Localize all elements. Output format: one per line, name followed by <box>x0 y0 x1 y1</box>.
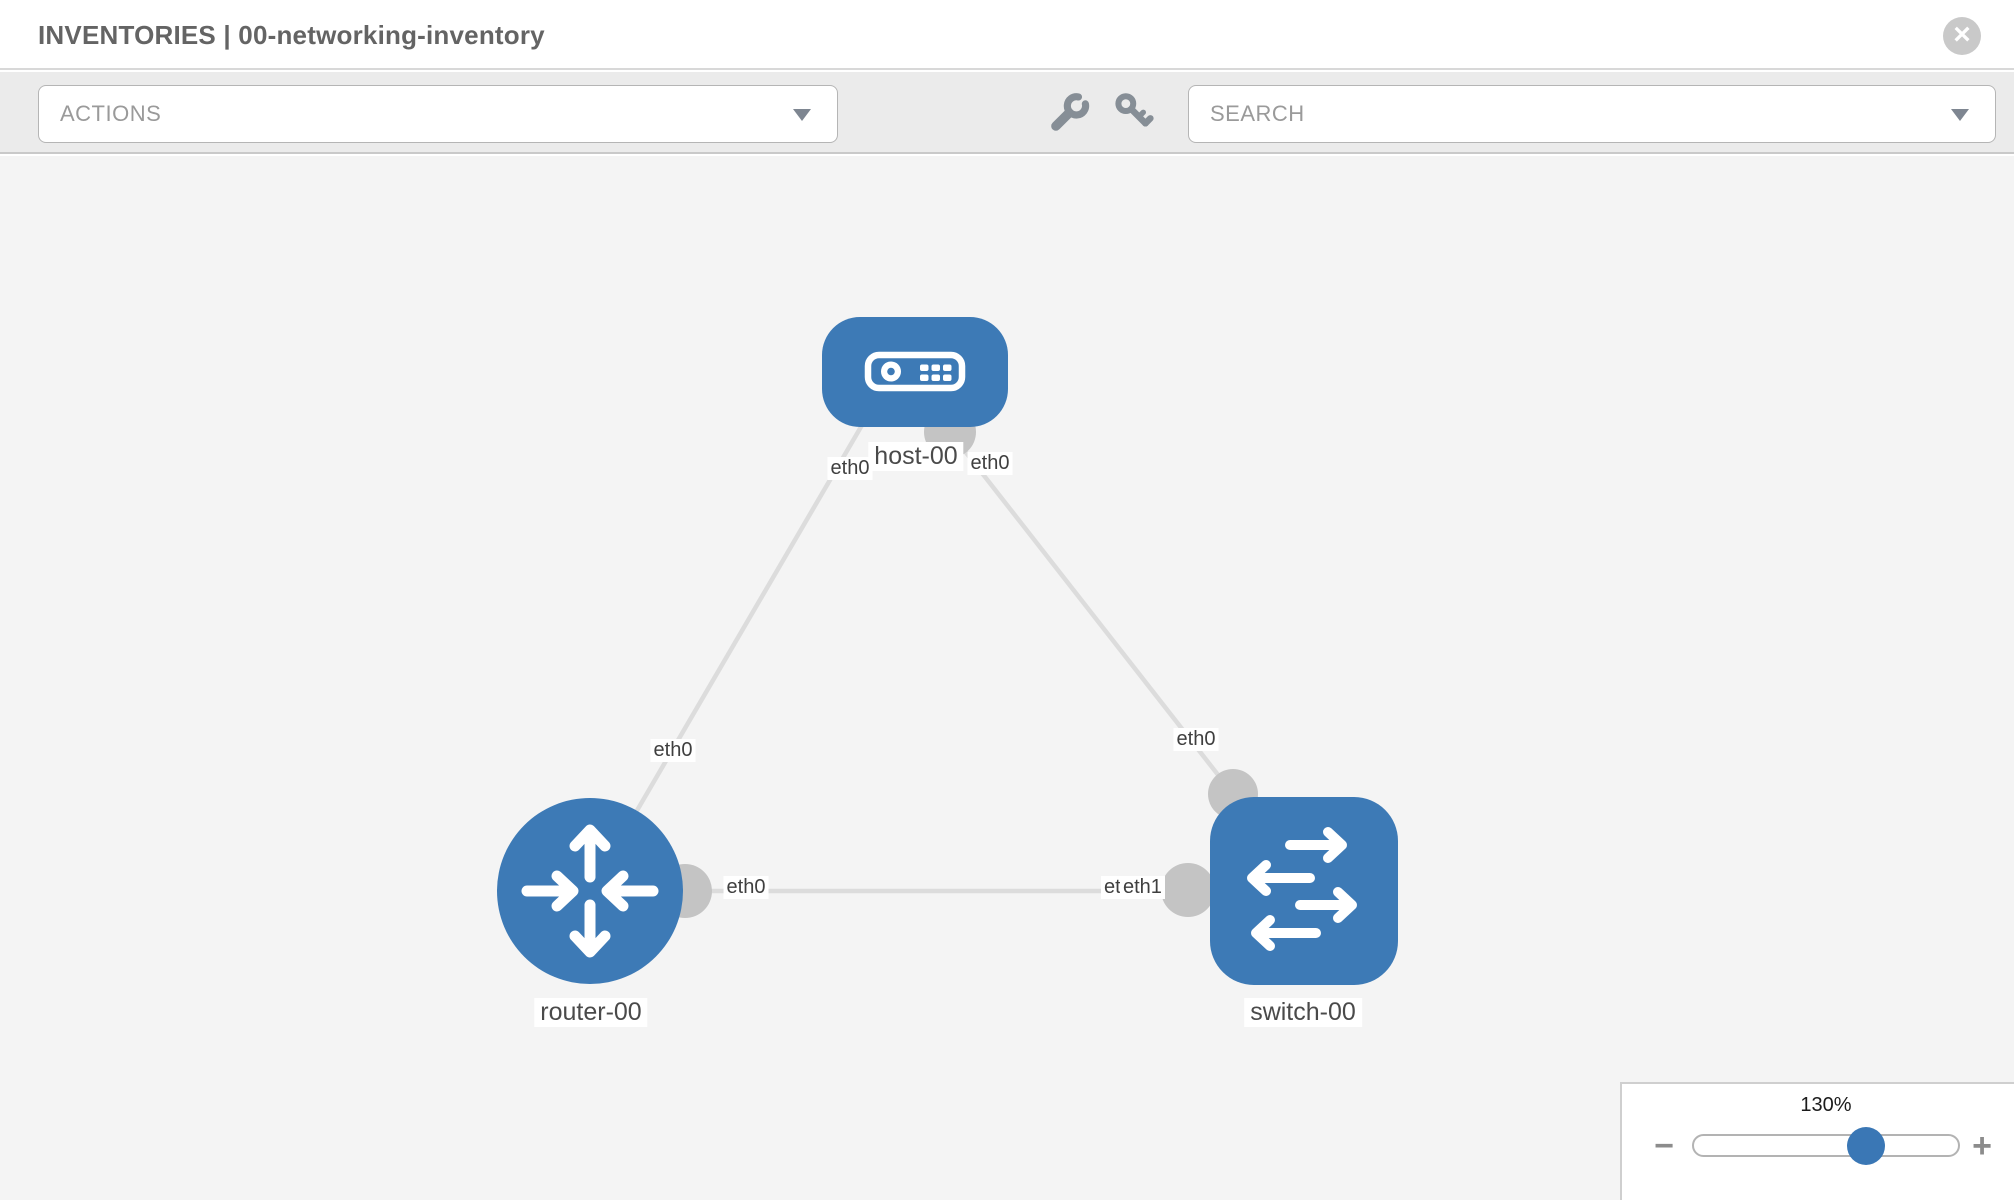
chevron-down-icon <box>793 109 811 121</box>
node-label-switch: switch-00 <box>1244 998 1362 1027</box>
zoom-slider-thumb[interactable] <box>1847 1127 1885 1165</box>
toolbar: ACTIONS SEARCH <box>0 72 2014 154</box>
interface-label: eth0 <box>967 452 1013 475</box>
topology-canvas[interactable]: host-00 router-00 switch-00 eth0 eth0 et… <box>0 156 2014 1200</box>
interface-label: eth0 <box>650 739 696 762</box>
zoom-in-button[interactable]: + <box>1972 1127 1992 1165</box>
key-icon <box>1115 93 1154 127</box>
page-title: INVENTORIES | 00-networking-inventory <box>38 20 545 50</box>
interface-label: eth0 <box>723 876 769 899</box>
credentials-button[interactable] <box>1110 90 1158 138</box>
interface-label: eth0 <box>827 457 873 480</box>
node-switch-00[interactable] <box>1210 797 1398 985</box>
header: INVENTORIES | 00-networking-inventory × <box>0 0 2014 70</box>
search-dropdown-label: SEARCH <box>1210 101 1305 126</box>
zoom-level-value: 130% <box>1800 1094 1852 1116</box>
server-icon <box>864 351 966 392</box>
interface-label: eth1 <box>1120 876 1165 899</box>
search-dropdown[interactable]: SEARCH <box>1188 85 1996 143</box>
actions-dropdown[interactable]: ACTIONS <box>38 85 838 143</box>
zoom-panel: 130% − + <box>1620 1082 2014 1200</box>
zoom-slider-track[interactable] <box>1692 1134 1960 1157</box>
router-arrows-icon <box>521 824 659 958</box>
close-button[interactable]: × <box>1943 17 1981 55</box>
node-label-host: host-00 <box>868 442 964 471</box>
switch-arrows-icon <box>1247 827 1357 951</box>
chevron-down-icon <box>1951 109 1969 121</box>
wrench-icon <box>1051 93 1090 131</box>
close-icon: × <box>1953 17 1971 51</box>
zoom-out-button[interactable]: − <box>1654 1127 1674 1165</box>
actions-dropdown-label: ACTIONS <box>60 101 162 126</box>
tools-button[interactable] <box>1046 92 1090 136</box>
interface-connector-switch-left <box>1161 863 1215 917</box>
edges-layer <box>588 402 1258 918</box>
node-router-00[interactable] <box>497 798 683 984</box>
node-host-00[interactable] <box>822 317 1008 427</box>
node-label-router: router-00 <box>534 998 648 1027</box>
interface-label: eth0 <box>1173 728 1219 751</box>
